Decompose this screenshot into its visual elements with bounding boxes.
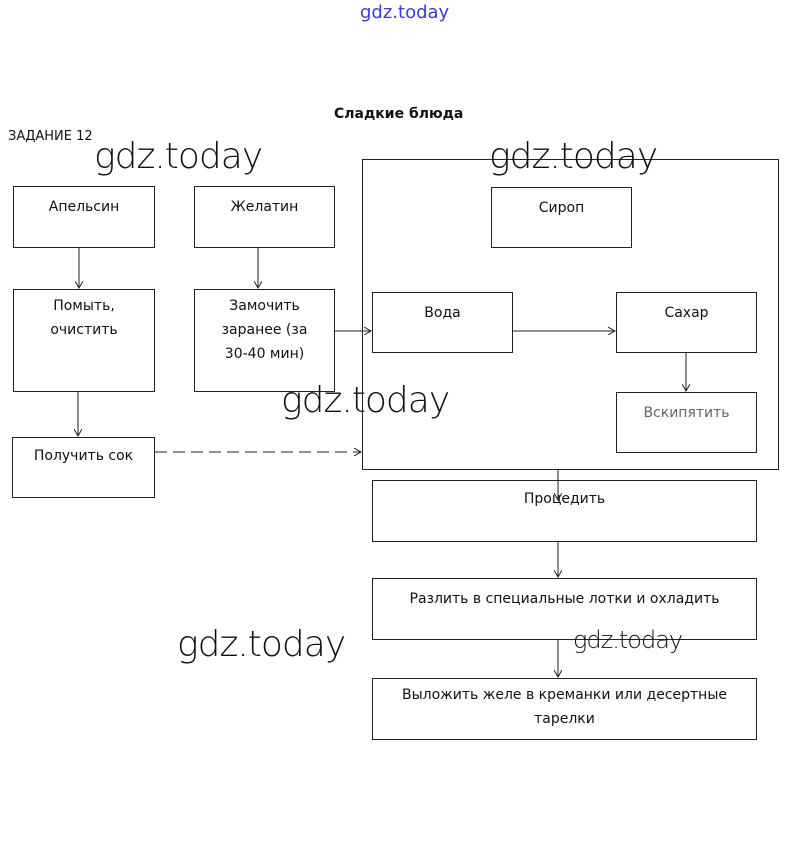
node-gelatin: Желатин: [194, 186, 335, 248]
syrup-group: [362, 159, 779, 470]
node-water: Вода: [372, 292, 513, 353]
watermark: gdz.today: [94, 136, 263, 177]
node-boil: Вскипятить: [616, 392, 757, 453]
task-label: ЗАДАНИЕ 12: [8, 129, 93, 144]
node-pour: Разлить в специальные лотки и охладить: [372, 578, 757, 640]
watermark: gdz.today: [281, 380, 450, 421]
watermark: gdz.today: [489, 136, 658, 177]
node-orange: Апельсин: [13, 186, 155, 248]
watermark: gdz.today: [573, 626, 683, 654]
node-soak: Замочить заранее (за 30-40 мин): [194, 289, 335, 392]
watermark: gdz.today: [177, 624, 346, 665]
node-strain: Процедить: [372, 480, 757, 542]
node-wash: Помыть, очистить: [13, 289, 155, 392]
node-sugar: Сахар: [616, 292, 757, 353]
watermark-top: gdz.today: [360, 2, 450, 23]
node-juice: Получить сок: [12, 437, 155, 498]
node-syrup: Сироп: [491, 187, 632, 248]
node-serve: Выложить желе в креманки или десертные т…: [372, 678, 757, 740]
diagram-title: Сладкие блюда: [334, 106, 464, 122]
